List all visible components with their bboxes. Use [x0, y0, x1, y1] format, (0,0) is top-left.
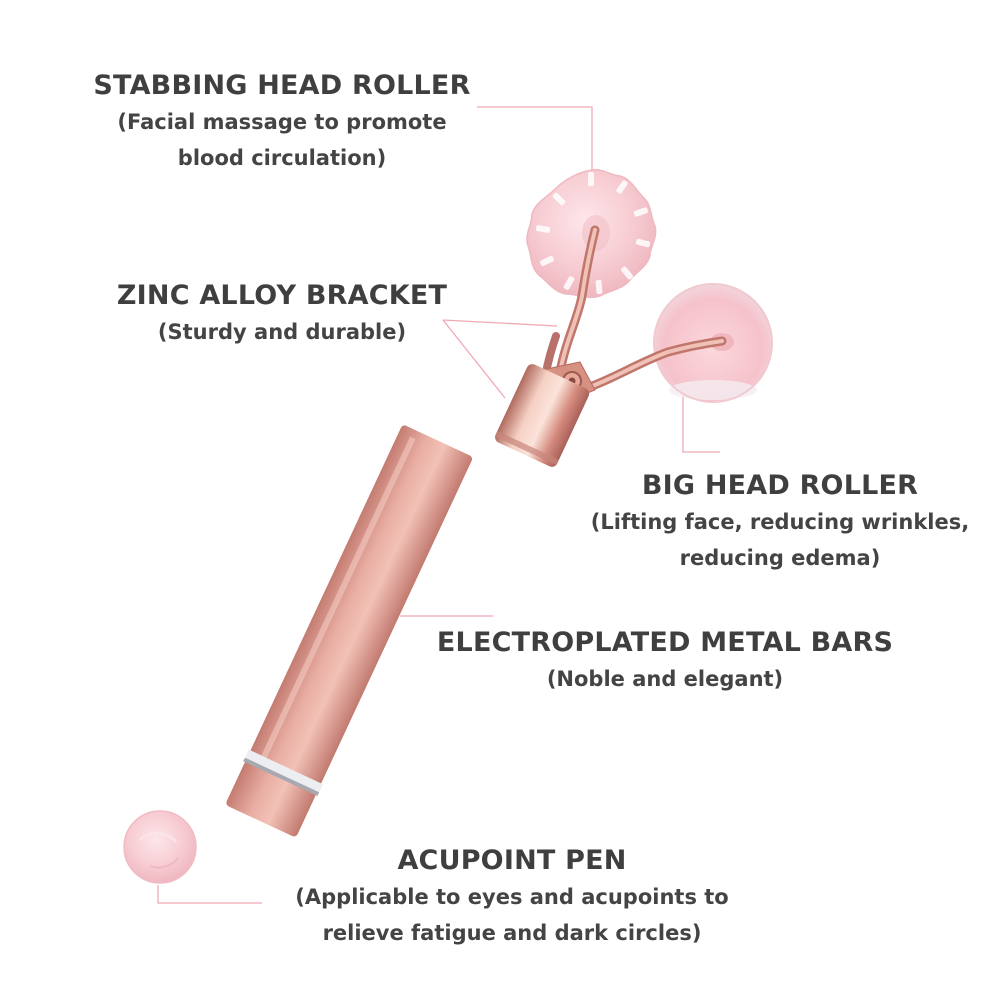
label-title: ZINC ALLOY BRACKET	[116, 280, 448, 311]
rose-gold-cap	[494, 364, 590, 467]
label-desc: relieve fatigue and dark circles)	[322, 921, 702, 945]
leader-lines	[157, 106, 720, 904]
leader-line-acupoint	[157, 885, 262, 904]
label-desc: reducing edema)	[679, 546, 881, 570]
leader-line-stabbing	[477, 106, 593, 172]
label-desc: (Sturdy and durable)	[157, 320, 407, 344]
label-title: BIG HEAD ROLLER	[641, 470, 919, 501]
callout-zinc-alloy-bracket: ZINC ALLOY BRACKET (Sturdy and durable)	[72, 278, 492, 350]
label-desc: (Lifting face, reducing wrinkles,	[590, 510, 970, 534]
label-title: STABBING HEAD ROLLER	[93, 70, 471, 101]
callout-acupoint-pen: ACUPOINT PEN (Applicable to eyes and acu…	[272, 843, 752, 951]
label-title: ELECTROPLATED METAL BARS	[436, 627, 894, 658]
label-desc: (Facial massage to promote	[117, 110, 447, 134]
label-desc: (Applicable to eyes and acupoints to	[295, 885, 729, 909]
label-title: ACUPOINT PEN	[397, 845, 627, 876]
label-desc: blood circulation)	[177, 146, 387, 170]
acupoint-pen	[123, 810, 197, 884]
callout-electroplated-metal-bars: ELECTROPLATED METAL BARS (Noble and eleg…	[430, 625, 900, 697]
leader-line-zinc-diagonal	[442, 319, 506, 399]
label-desc: (Noble and elegant)	[546, 667, 784, 691]
leader-line-zinc	[442, 319, 558, 327]
callout-big-head-roller: BIG HEAD ROLLER (Lifting face, reducing …	[575, 468, 985, 576]
leader-line-bighead	[682, 395, 720, 453]
callout-stabbing-head-roller: STABBING HEAD ROLLER (Facial massage to …	[72, 68, 492, 176]
electroplated-metal-bar	[226, 425, 473, 837]
